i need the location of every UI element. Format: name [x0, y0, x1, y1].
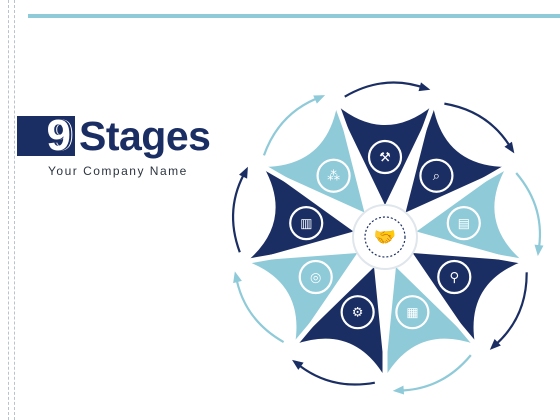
cycle-arrow — [515, 172, 542, 254]
arrowhead — [489, 338, 501, 350]
arrowhead — [418, 82, 431, 92]
stage-segment — [295, 267, 385, 377]
target-icon: ◎ — [298, 259, 333, 295]
handshake-icon: 🤝 — [352, 204, 418, 270]
arrowhead — [392, 385, 405, 395]
title-block: 9 Stages — [17, 111, 211, 160]
arrowhead — [292, 359, 304, 370]
svg-text:⚲: ⚲ — [450, 271, 460, 286]
stage-segment — [337, 105, 433, 205]
arrowhead — [233, 271, 242, 284]
number-badge: 9 — [17, 111, 75, 160]
side-guide-line — [14, 0, 15, 420]
company-name: Your Company Name — [48, 164, 188, 178]
svg-text:▤: ▤ — [458, 217, 470, 232]
document-icon: ▤ — [446, 206, 481, 241]
svg-text:▦: ▦ — [406, 306, 418, 321]
arrowhead — [313, 95, 326, 104]
cycle-arrow — [293, 360, 376, 386]
arrowhead — [239, 166, 248, 179]
stage-segment — [405, 105, 507, 213]
magnifier-icon: ⚲ — [437, 259, 472, 295]
stage-count: 9 — [46, 111, 71, 160]
cycle-arrow — [262, 95, 323, 156]
stage-segment — [247, 253, 358, 345]
svg-text:⁂: ⁂ — [327, 169, 340, 184]
svg-text:◎: ◎ — [310, 271, 321, 286]
tools-icon: ⚒ — [367, 139, 403, 175]
side-guide-line — [8, 0, 9, 420]
slide-title: Stages — [79, 113, 211, 159]
svg-text:▥: ▥ — [300, 217, 312, 232]
cycle-arrow — [444, 102, 514, 152]
cycle-arrow — [491, 272, 528, 349]
stage-segment — [247, 167, 354, 262]
arrowhead — [534, 244, 544, 257]
cycle-arrow — [234, 274, 285, 343]
stage-segment — [416, 167, 523, 262]
cycle-arrow — [344, 81, 428, 98]
cycle-arrow — [231, 168, 248, 253]
clipboard-icon: ▦ — [395, 295, 430, 330]
gears-icon: ⚙ — [340, 295, 375, 330]
svg-text:⌕: ⌕ — [433, 169, 440, 184]
svg-text:🤝: 🤝 — [374, 227, 396, 248]
top-accent-bar — [28, 14, 560, 18]
svg-text:⚙: ⚙ — [352, 306, 364, 321]
network-icon: ⁂ — [316, 158, 351, 193]
report-icon: ▥ — [289, 206, 324, 241]
svg-text:⚒: ⚒ — [379, 151, 391, 166]
arrowhead — [504, 141, 515, 154]
cycle-arrow — [395, 354, 472, 392]
stage-segment — [385, 267, 475, 377]
stage-segment — [263, 105, 365, 213]
search-icon: ⌕ — [419, 158, 454, 193]
stage-segment — [412, 253, 523, 345]
